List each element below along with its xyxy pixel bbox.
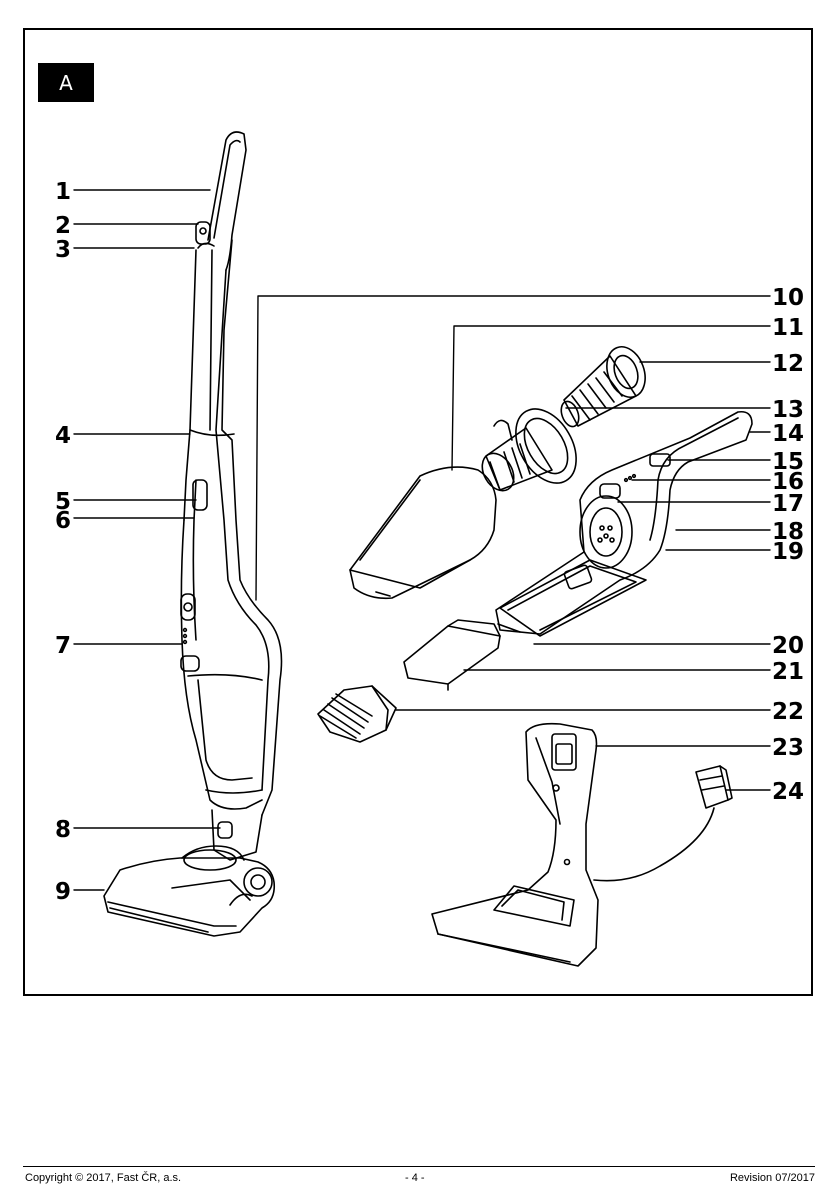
callout-2: 2 [55, 213, 71, 239]
callout-6: 6 [55, 508, 71, 534]
footer-copyright: Copyright © 2017, Fast ČR, a.s. [25, 1172, 181, 1184]
dust-container-illustration [404, 620, 500, 690]
stick-vacuum-illustration [104, 132, 282, 936]
callout-7: 7 [55, 633, 71, 659]
callout-10: 10 [772, 285, 804, 311]
charging-base-illustration [432, 724, 732, 966]
callout-1: 1 [55, 179, 71, 205]
callout-numbers: 1 2 3 4 5 6 7 8 9 10 11 12 13 14 15 16 1… [55, 179, 804, 905]
callout-9: 9 [55, 879, 71, 905]
crevice-nozzle-illustration [350, 467, 496, 598]
hepa-filter-illustration [558, 341, 652, 429]
callout-13: 13 [772, 397, 804, 423]
footer-page-number: - 4 - [405, 1172, 425, 1184]
callout-12: 12 [772, 351, 804, 377]
callout-4: 4 [55, 423, 71, 449]
leader-lines [74, 190, 770, 890]
callout-8: 8 [55, 817, 71, 843]
callout-20: 20 [772, 633, 804, 659]
callout-21: 21 [772, 659, 804, 685]
callout-19: 19 [772, 539, 804, 565]
vacuum-parts-diagram: 1 2 3 4 5 6 7 8 9 10 11 12 13 14 15 16 1… [0, 0, 840, 1000]
footer-revision: Revision 07/2017 [730, 1172, 815, 1184]
callout-17: 17 [772, 491, 804, 517]
callout-24: 24 [772, 779, 804, 805]
callout-23: 23 [772, 735, 804, 761]
callout-3: 3 [55, 237, 71, 263]
handheld-unit-illustration [496, 412, 752, 636]
brush-attachment-illustration [318, 686, 396, 742]
callout-22: 22 [772, 699, 804, 725]
page-footer: Copyright © 2017, Fast ČR, a.s. - 4 - Re… [23, 1166, 815, 1193]
callout-14: 14 [772, 421, 804, 447]
callout-11: 11 [772, 315, 804, 341]
